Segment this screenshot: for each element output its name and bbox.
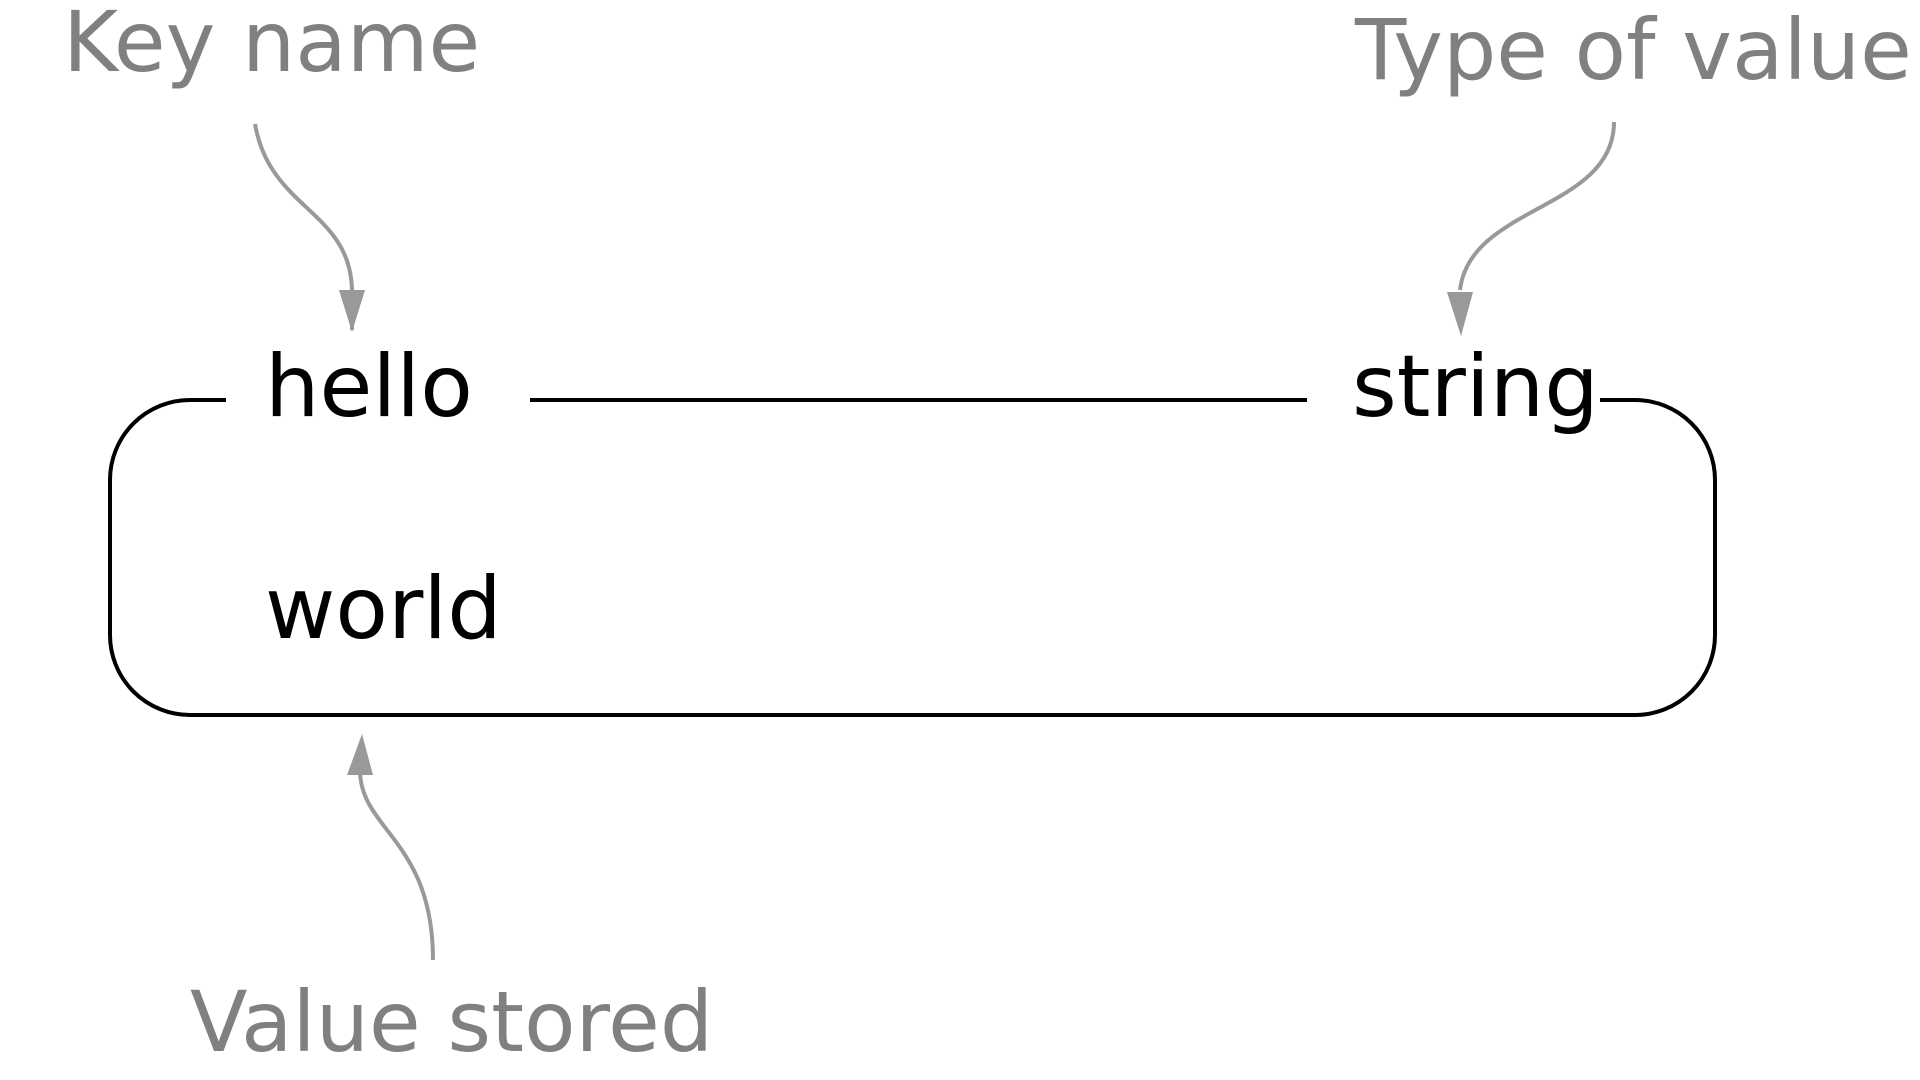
key-name-arrowhead [339, 290, 365, 332]
key-name-annotation: Key name [63, 0, 481, 91]
value-stored-arrowhead [347, 734, 373, 775]
type-of-value-annotation: Type of value [1355, 1, 1912, 99]
type-of-value-arrowhead [1447, 292, 1473, 336]
record-box-outline [108, 398, 1717, 717]
record-key-label: hello [265, 337, 473, 437]
record-type-label: string [1352, 337, 1599, 437]
record-value-label: world [265, 559, 502, 659]
key-name-arrow [253, 123, 354, 330]
value-stored-arrow [358, 769, 435, 961]
type-of-value-arrow [1458, 121, 1616, 291]
value-stored-annotation: Value stored [190, 973, 714, 1071]
